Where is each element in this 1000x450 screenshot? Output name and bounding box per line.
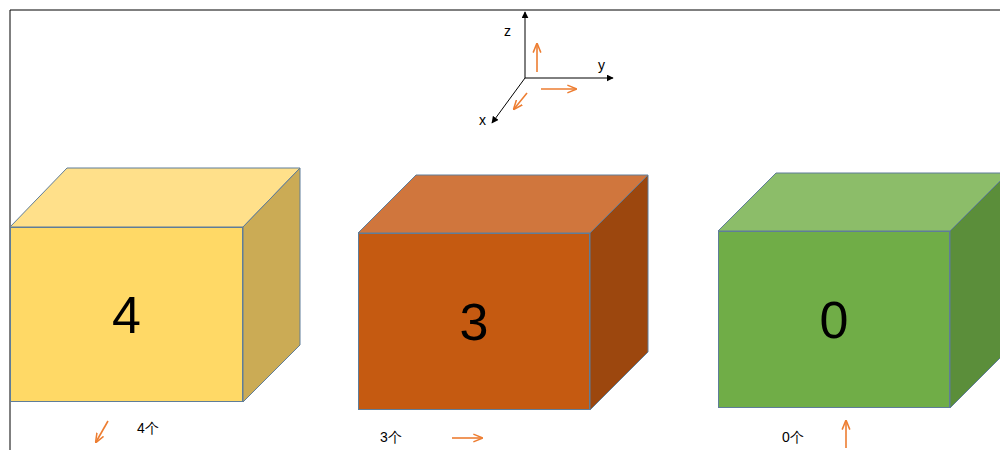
direction-arrow: [541, 88, 576, 90]
number-box: 4: [10, 227, 243, 402]
frame-line: [10, 10, 1000, 11]
direction-arrow: [514, 93, 527, 109]
count-label: 3个: [380, 430, 402, 444]
box-number: 0: [820, 294, 849, 346]
z-axis: [525, 12, 526, 78]
axis-label: z: [504, 24, 511, 38]
box-number: 4: [112, 289, 141, 341]
cube-side-face: [950, 173, 1000, 408]
cube-side-face: [590, 175, 648, 410]
cube-side-face: [243, 168, 300, 402]
box-number: 3: [460, 296, 489, 348]
direction-arrow: [452, 437, 482, 439]
axis-label: y: [598, 58, 605, 72]
direction-arrow: [96, 421, 108, 442]
number-box: 0: [718, 231, 950, 408]
axis-label: x: [479, 113, 486, 127]
count-label: 0个: [782, 430, 804, 444]
direction-arrow: [536, 44, 538, 72]
y-axis: [525, 78, 613, 79]
direction-arrow: [845, 421, 847, 448]
cube-top-face: [718, 173, 1000, 231]
number-box: 3: [358, 233, 590, 410]
count-label: 4个: [137, 421, 159, 435]
